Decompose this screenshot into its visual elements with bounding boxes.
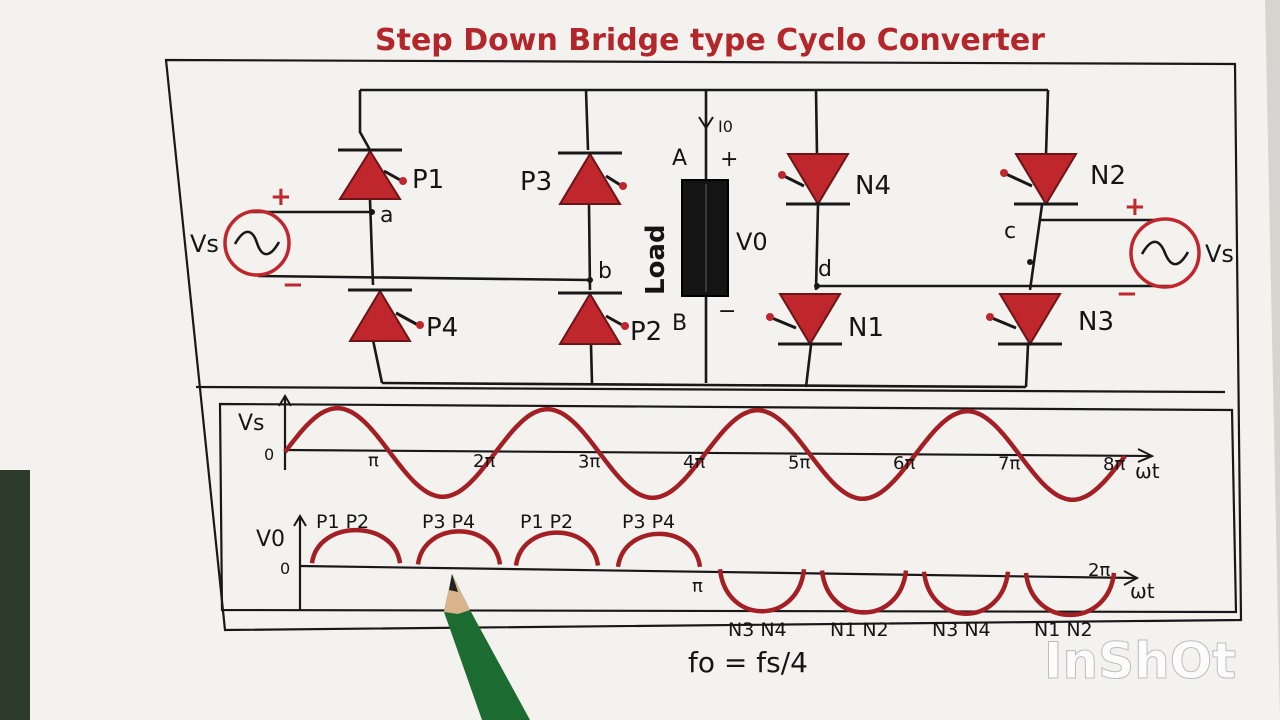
thyristor-p4: [348, 288, 424, 342]
ac-source-left: [223, 209, 291, 277]
vo-neg-label-3: N3 N4: [932, 619, 991, 641]
vs-tick-labels: π 2π 3π 4π 5π 6π 7π 8π: [368, 451, 1125, 476]
label-vs-right: Vs: [1205, 240, 1234, 268]
vs-waveform: [283, 406, 1127, 503]
frame-lines: [164, 58, 1243, 632]
vo-neg-label-4: N1 N2: [1034, 619, 1093, 641]
vo-tick-pi: π: [692, 576, 703, 597]
label-n3: N3: [1078, 307, 1114, 337]
label-p2: P2: [630, 317, 662, 347]
polarity-labels: + − + −: [270, 182, 1146, 309]
label-n2: N2: [1090, 161, 1126, 191]
thyristor-n3: [986, 293, 1062, 346]
vo-x-axis: [299, 564, 1136, 580]
vo-origin: 0: [280, 559, 290, 578]
vs-tick-2: 2π: [473, 451, 495, 472]
label-vo: V0: [736, 228, 768, 256]
right-plus: +: [1124, 192, 1146, 222]
vs-tick-7: 7π: [998, 454, 1020, 475]
vo-neg-label-2: N1 N2: [830, 619, 889, 641]
pencil: [444, 574, 530, 720]
vs-tick-6: 6π: [893, 453, 915, 474]
vs-tick-3: 3π: [578, 452, 600, 473]
node-B: B: [672, 311, 687, 336]
separator-line: [195, 385, 1226, 394]
graph-frame: [218, 402, 1238, 614]
node-c: c: [1004, 219, 1016, 244]
left-minus: −: [282, 270, 304, 300]
current-arrow: [698, 116, 714, 130]
thyristor-p2: [558, 291, 629, 345]
vs-tick-5: 5π: [788, 453, 810, 474]
thyristor-n2: [1000, 153, 1078, 206]
graph-vo: V0 0 ωt π 2π P1 P2 P3 P4 P1 P2 P3 P4 N3 N4 N1…: [256, 511, 1155, 641]
vs-tick-4: 4π: [683, 452, 705, 473]
node-dots: [369, 209, 1033, 289]
thyristor-n4: [778, 153, 850, 206]
vo-xlabel: ωt: [1130, 579, 1155, 603]
vo-pos-label-2: P3 P4: [422, 511, 475, 533]
load-plus: +: [720, 147, 738, 172]
vs-xlabel: ωt: [1135, 459, 1160, 483]
label-io: I0: [718, 117, 733, 136]
vo-neg-label-1: N3 N4: [728, 619, 787, 641]
load-minus: −: [718, 299, 736, 324]
label-p1: P1: [412, 165, 444, 195]
watermark: InShOt: [1044, 632, 1236, 690]
label-n1: N1: [848, 313, 884, 343]
ac-source-right: [1129, 217, 1201, 289]
vs-ylabel: Vs: [238, 411, 265, 436]
circuit-wires: [250, 88, 1170, 389]
load-label: Load: [641, 224, 671, 295]
right-minus: −: [1116, 279, 1138, 309]
node-d: d: [818, 257, 832, 282]
graph-vs: Vs 0 ωt π 2π 3π 4π 5π 6π 7π 8π: [238, 394, 1160, 503]
frequency-formula: fo = fs/4: [688, 646, 808, 679]
outer-frame: [164, 58, 1243, 632]
node-a: a: [380, 203, 393, 228]
label-p4: P4: [426, 313, 458, 343]
vo-tick-2pi: 2π: [1088, 560, 1110, 581]
vo-segment-labels: P1 P2 P3 P4 P1 P2 P3 P4 N3 N4 N1 N2 N3 N4 N1 N2: [316, 511, 1093, 641]
page-title: Step Down Bridge type Cyclo Converter: [375, 23, 1045, 58]
vo-waveform: [309, 528, 1117, 618]
vo-ylabel: V0: [256, 527, 285, 552]
thyristor-p1: [338, 148, 407, 200]
node-A: A: [672, 146, 687, 171]
label-p3: P3: [520, 167, 552, 197]
node-b: b: [598, 259, 612, 284]
thyristor-p3: [558, 151, 627, 205]
vs-x-axis: [284, 448, 1151, 458]
p1-triangle: [338, 149, 402, 200]
circuit-labels: P1 P4 P3 P2 N4 N1 N2 N3 a b c d A B V0 I…: [190, 117, 1234, 347]
vo-pos-label-1: P1 P2: [316, 511, 369, 533]
vo-pos-label-4: P3 P4: [622, 511, 675, 533]
vo-pos-label-3: P1 P2: [520, 511, 573, 533]
vs-tick-8: 8π: [1103, 454, 1125, 475]
left-plus: +: [270, 182, 292, 212]
vs-tick-1: π: [368, 451, 379, 472]
thyristor-n1: [766, 293, 842, 346]
label-vs-left: Vs: [190, 230, 219, 258]
vs-origin: 0: [264, 445, 274, 464]
book-edge: [0, 470, 30, 720]
label-n4: N4: [855, 171, 891, 201]
load-resistor: [681, 179, 729, 297]
